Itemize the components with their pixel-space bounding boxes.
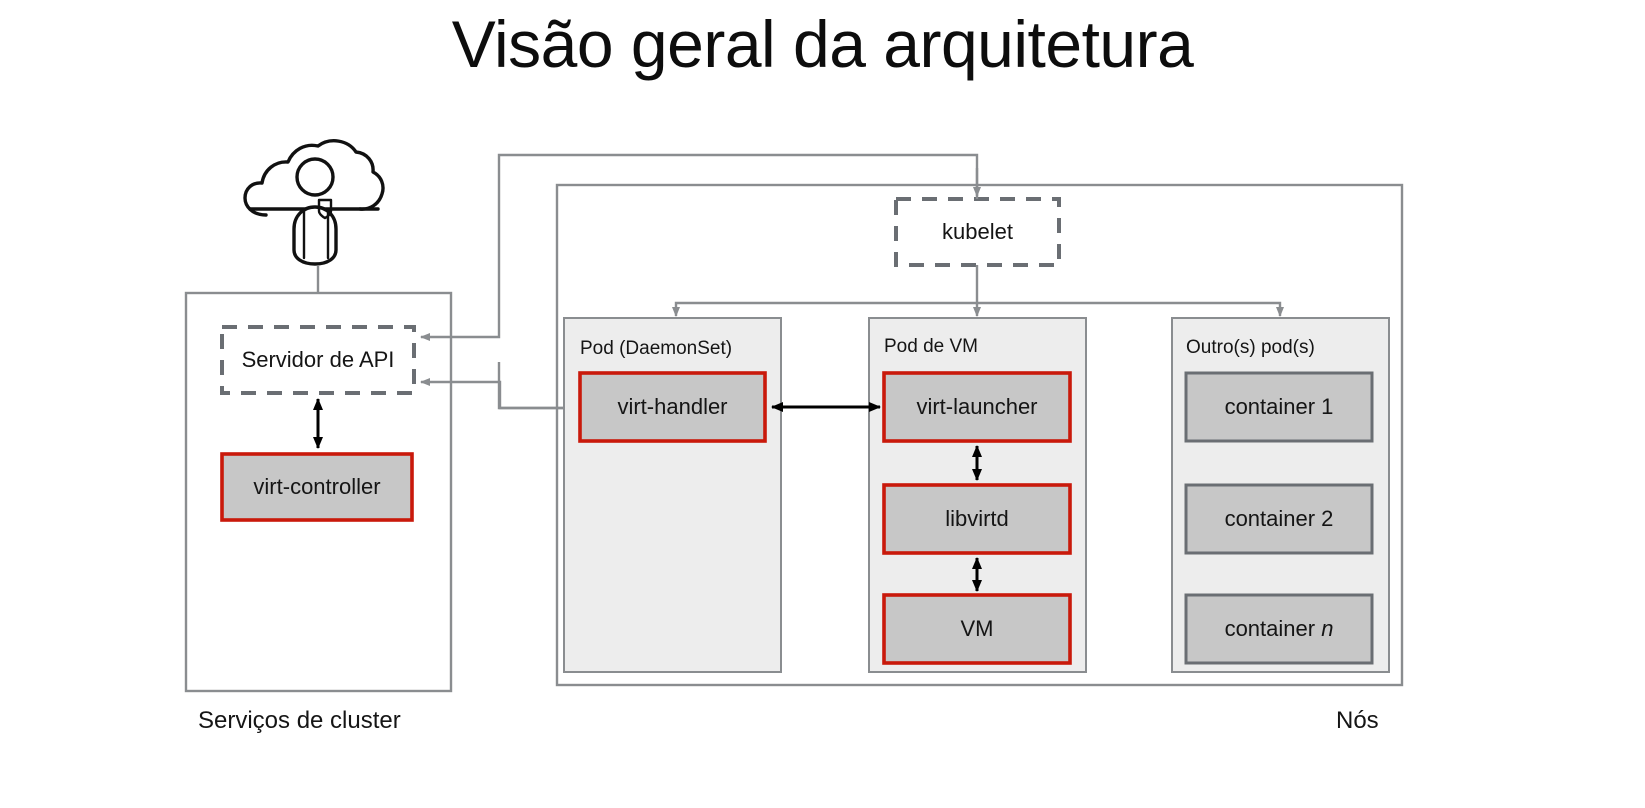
kubelet-box — [894, 197, 1061, 267]
cluster-services-caption: Serviços de cluster — [198, 707, 401, 734]
cloud-user-icon — [243, 139, 385, 266]
other-pods-caption: Outro(s) pod(s) — [1186, 337, 1315, 358]
pod-vm-caption: Pod de VM — [884, 336, 978, 357]
container-1-box — [1184, 371, 1374, 443]
page-title: Visão geral da arquitetura — [451, 7, 1194, 81]
libvirtd-box — [882, 483, 1072, 555]
container-n-box — [1184, 593, 1374, 665]
container-2-box — [1184, 483, 1374, 555]
api-server-box — [220, 325, 416, 395]
connector-apiserver-to-virthandler — [497, 362, 576, 412]
vm-box — [882, 593, 1072, 665]
virt-launcher-box — [882, 371, 1072, 443]
virt-handler-box — [578, 371, 767, 443]
virt-controller-box — [220, 452, 414, 522]
pod-daemonset-caption: Pod (DaemonSet) — [580, 338, 733, 359]
pod-daemonset-box — [563, 317, 782, 673]
nodes-caption: Nós — [1336, 707, 1379, 734]
